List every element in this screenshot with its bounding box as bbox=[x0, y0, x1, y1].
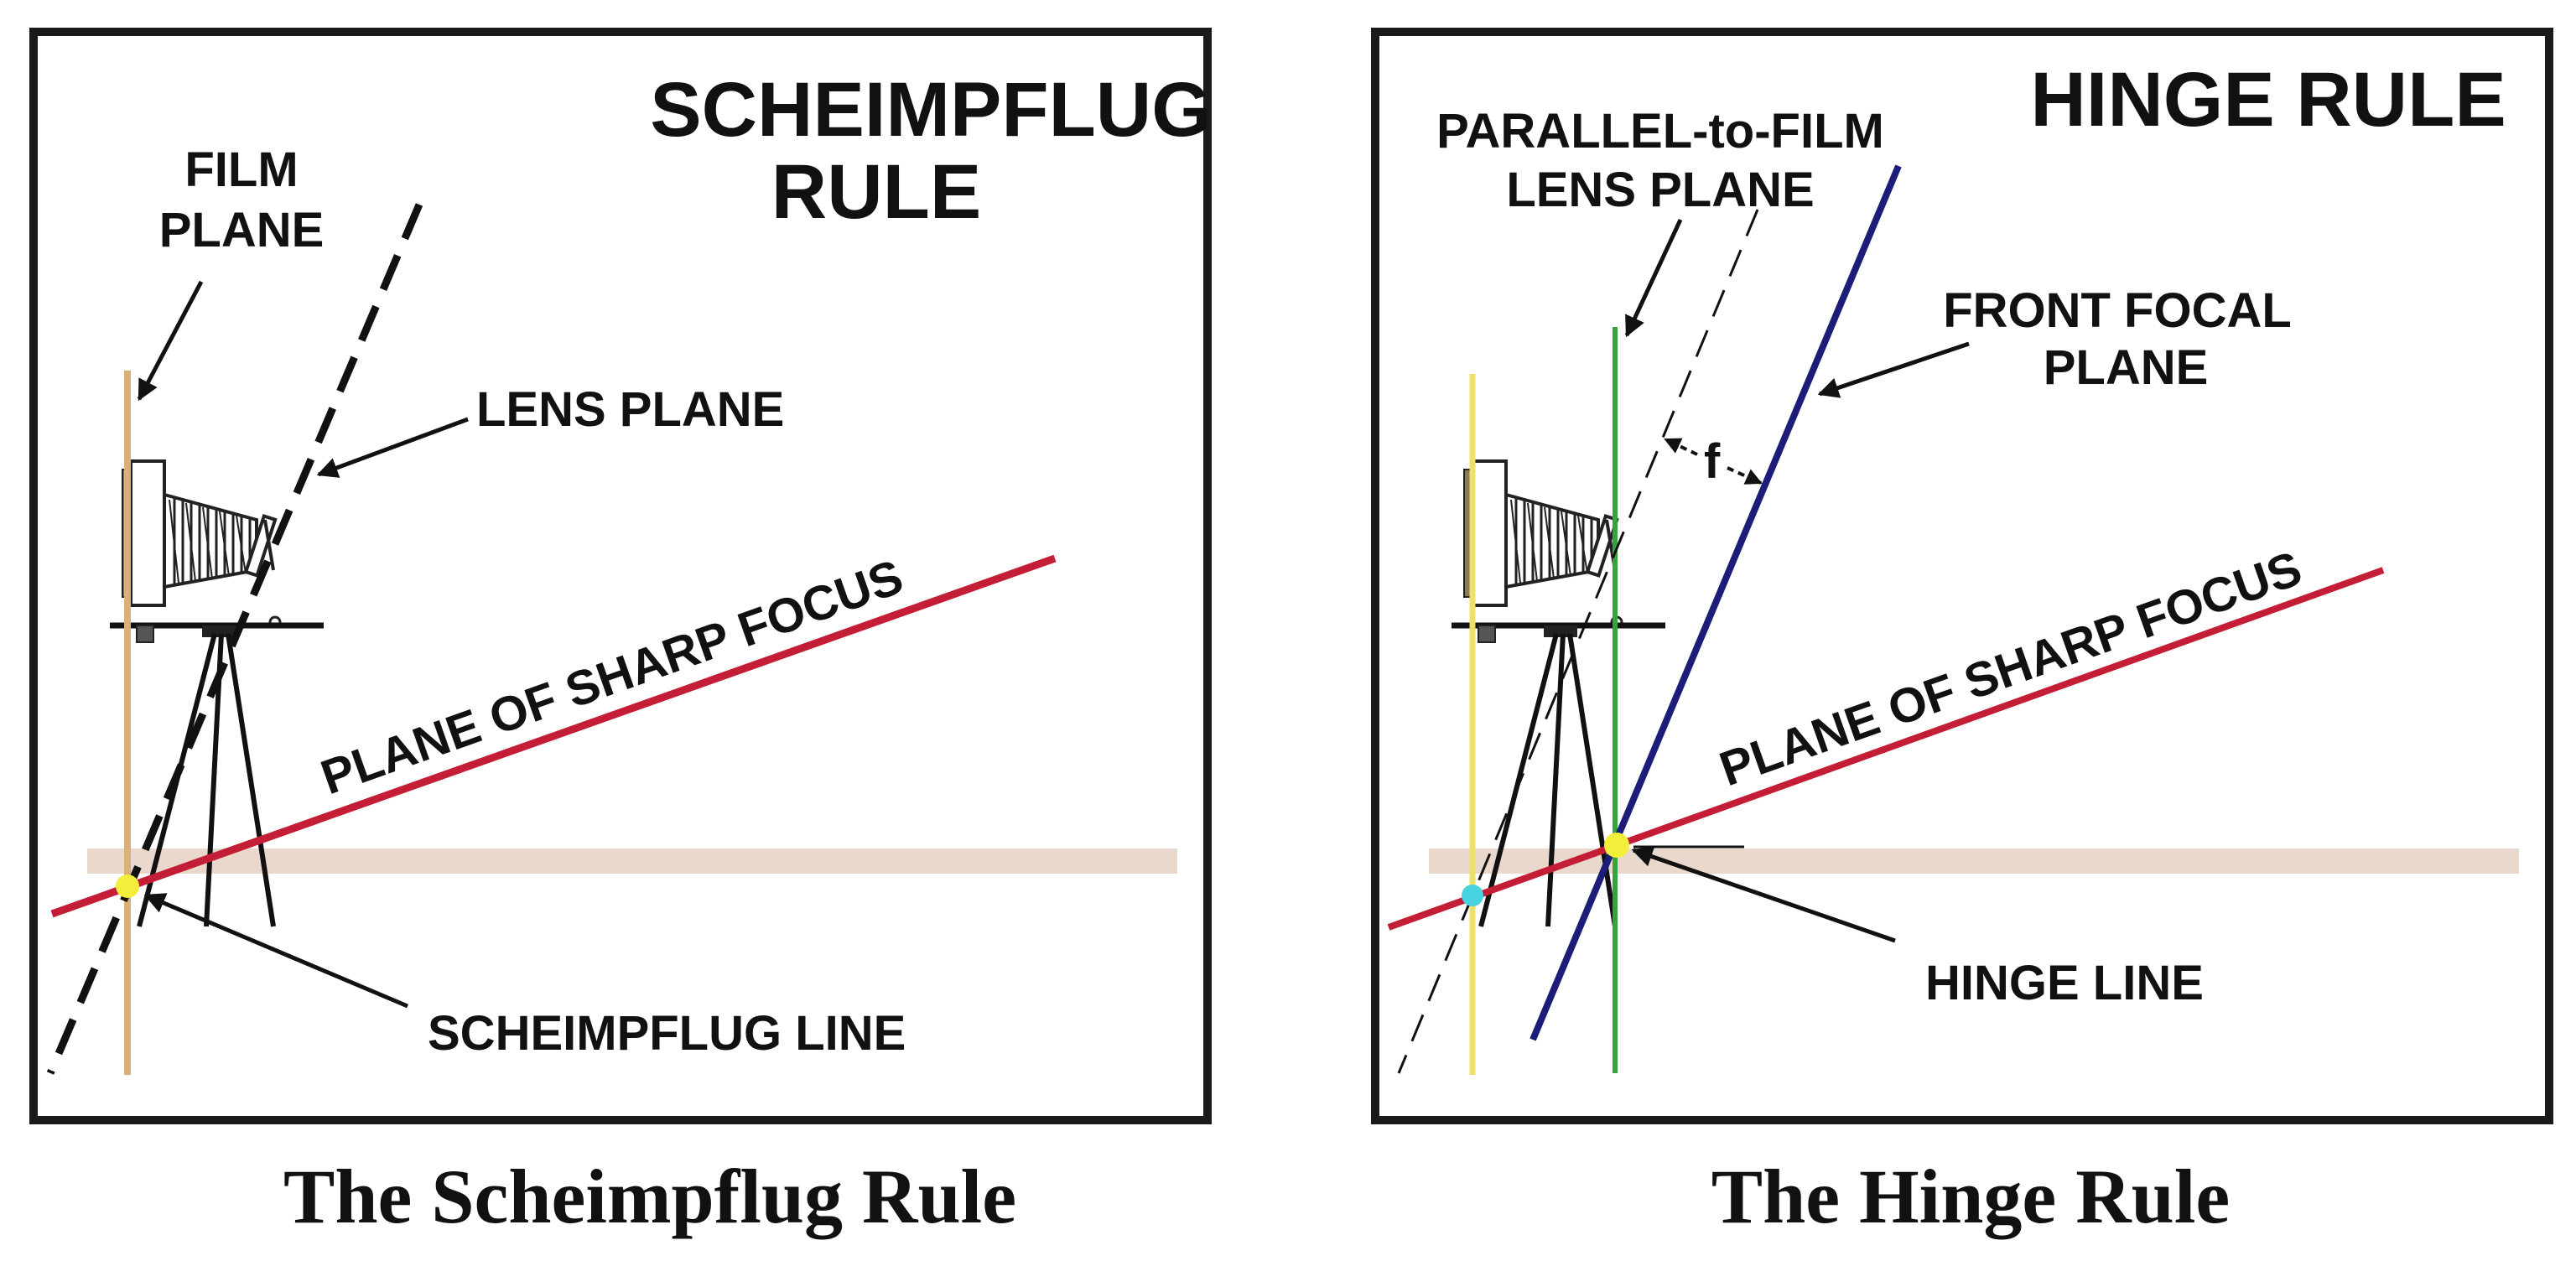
front-focal-label-line2: PLANE bbox=[2044, 340, 2209, 395]
scheimpflug-line-arrow bbox=[143, 893, 408, 1009]
scheimpflug-line-label: SCHEIMPFLUG LINE bbox=[428, 1006, 906, 1061]
focal-length-symbol: f bbox=[1704, 434, 1721, 489]
right-sharp-focus-line bbox=[1387, 567, 2385, 931]
right-caption: The Hinge Rule bbox=[1711, 1154, 2230, 1239]
front-focal-label-line1: FRONT FOCAL bbox=[1943, 283, 2292, 338]
front-focal-arrow bbox=[1817, 341, 1970, 398]
left-sharp-focus-line bbox=[50, 554, 1057, 918]
hinge-point bbox=[1604, 833, 1629, 858]
focal-length-arrow-left bbox=[1664, 438, 1698, 456]
hinge-line-label: HINGE LINE bbox=[1925, 956, 2204, 1010]
focal-length-arrow-right bbox=[1727, 466, 1763, 485]
parallel-plane-arrow bbox=[1624, 218, 1683, 338]
left-caption: The Scheimpflug Rule bbox=[283, 1154, 1016, 1239]
left-ground-plane bbox=[87, 848, 1177, 874]
film-sharp-focus-point bbox=[1462, 885, 1483, 906]
film-plane-label-line2: PLANE bbox=[159, 203, 325, 257]
hinge-line-arrow bbox=[1631, 846, 1896, 943]
front-focal-plane-line bbox=[1530, 164, 1902, 1041]
film-plane-arrow bbox=[137, 280, 204, 402]
film-plane-label-line1: FILM bbox=[184, 143, 298, 197]
parallel-plane-label-line1: PARALLEL-to-FILM bbox=[1436, 104, 1884, 158]
right-title: HINGE RULE bbox=[2030, 57, 2506, 143]
left-lens-plane-line bbox=[46, 203, 423, 1075]
left-title-line2: RULE bbox=[771, 149, 981, 235]
left-title-line1: SCHEIMPFLUG bbox=[650, 67, 1212, 153]
parallel-plane-label-line2: LENS PLANE bbox=[1506, 163, 1814, 217]
lens-plane-label: LENS PLANE bbox=[476, 382, 784, 437]
scheimpflug-point bbox=[116, 874, 139, 898]
lens-plane-dashed-line bbox=[1397, 209, 1759, 1074]
lens-plane-arrow bbox=[316, 417, 469, 478]
scheimpflug-panel: SCHEIMPFLUG RULE FILM PLANE LENS PLANE P… bbox=[29, 28, 1212, 1124]
hinge-panel: HINGE RULE PARALLEL-to-FILM LENS PLANE F… bbox=[1371, 28, 2553, 1124]
